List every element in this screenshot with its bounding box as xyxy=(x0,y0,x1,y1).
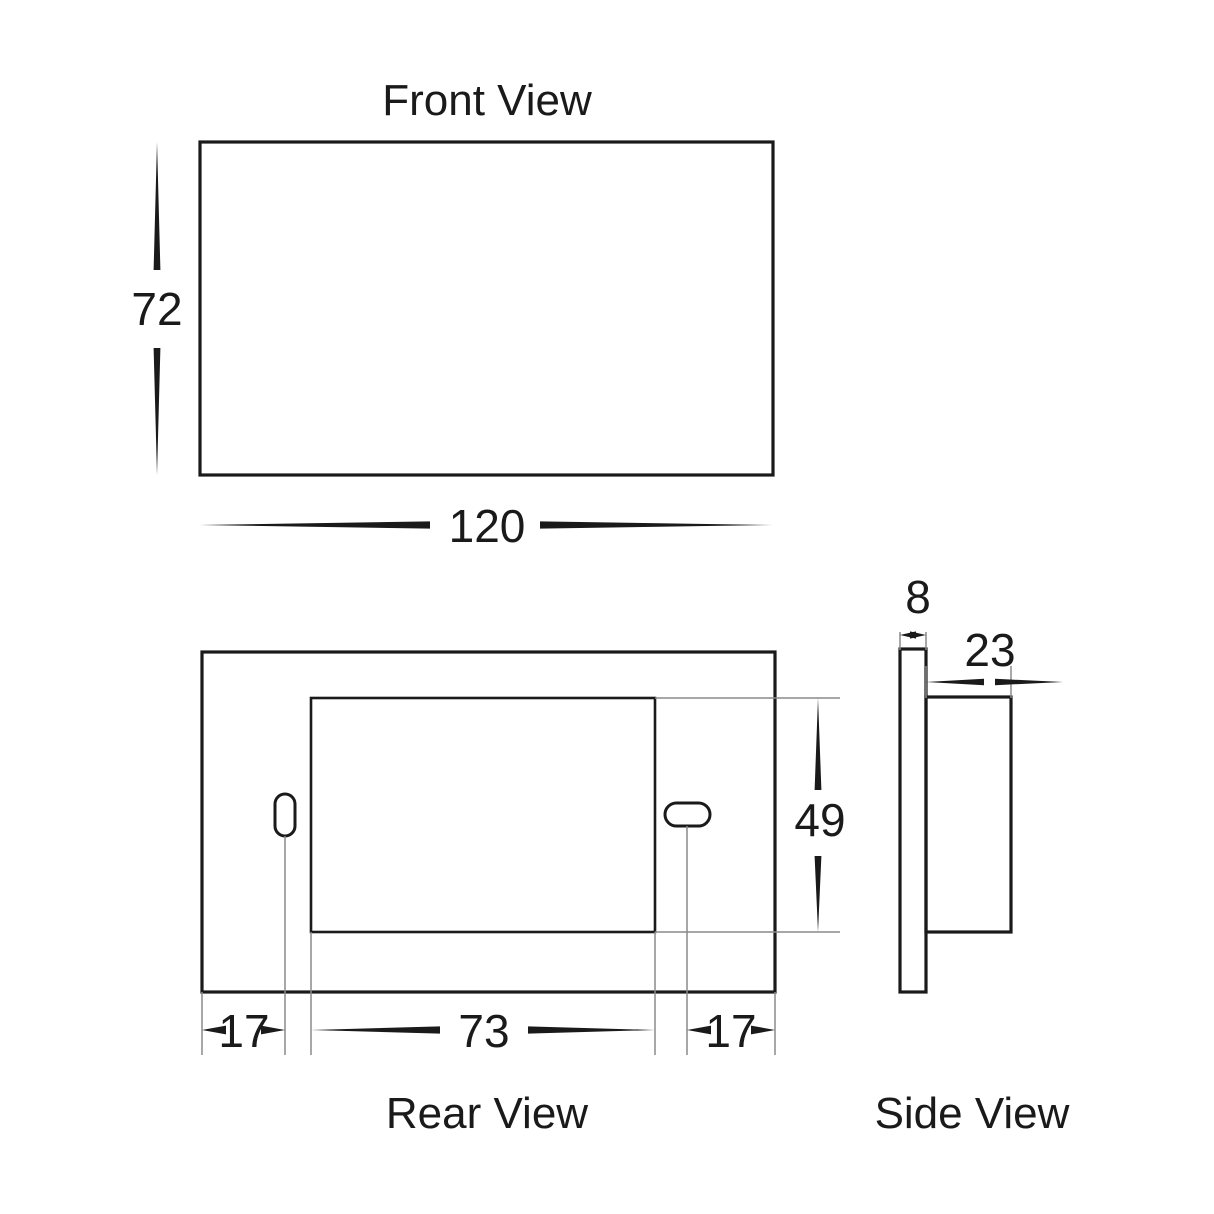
rear-right-margin-value: 17 xyxy=(705,1005,756,1057)
rear-left-margin-value: 17 xyxy=(218,1005,269,1057)
rear-inner-height-arrow-up xyxy=(814,698,822,790)
rear-left-margin-arrow-right xyxy=(261,1025,285,1035)
rear-inner-height-value: 49 xyxy=(794,794,845,846)
front-height-dimension: 72 xyxy=(131,142,183,475)
front-view-faceplate-outline xyxy=(198,140,775,477)
side-thickness-value: 8 xyxy=(905,571,931,623)
side-depth-arrow-right xyxy=(995,678,1063,686)
front-view-title: Front View xyxy=(382,76,592,125)
front-width-arrow-right xyxy=(540,521,773,529)
front-height-arrow-up xyxy=(153,142,161,270)
rear-view-group: 49 17 73 xyxy=(200,650,846,1138)
side-depth-dimension: 23 xyxy=(926,624,1063,686)
rear-right-margin-arrow-right xyxy=(751,1025,775,1035)
rear-inner-height-dimension: 49 xyxy=(794,698,846,932)
rear-view-slot-right-icon xyxy=(663,801,712,828)
side-depth-value: 23 xyxy=(964,624,1015,676)
rear-view-title: Rear View xyxy=(386,1089,588,1138)
side-thickness-arrow-right xyxy=(910,631,926,639)
side-depth-arrow-left xyxy=(926,678,984,686)
rear-bottom-dimension-row: 17 73 17 xyxy=(202,1005,775,1057)
rear-view-inner-body-outline xyxy=(309,696,657,934)
rear-inner-width-value: 73 xyxy=(458,1005,509,1057)
rear-inner-width-arrow-right xyxy=(528,1026,655,1034)
rear-right-margin-arrow-left xyxy=(687,1025,711,1035)
rear-inner-height-arrow-down xyxy=(814,856,822,932)
front-height-arrow-down xyxy=(153,348,161,475)
front-width-value: 120 xyxy=(449,500,526,552)
rear-inner-width-dimension: 73 xyxy=(311,1005,655,1057)
side-view-title: Side View xyxy=(875,1089,1070,1138)
rear-left-margin-arrow-left xyxy=(202,1025,226,1035)
rear-right-margin-dimension: 17 xyxy=(687,1005,775,1057)
front-width-dimension: 120 xyxy=(200,500,773,552)
front-width-arrow-left xyxy=(200,521,430,529)
side-thickness-dimension: 8 xyxy=(900,571,931,639)
side-view-faceplate-outline xyxy=(898,647,928,994)
rear-view-faceplate-outline xyxy=(200,650,777,994)
side-view-group: 8 23 Side View xyxy=(875,571,1070,1138)
front-view-group: Front View 72 120 xyxy=(131,76,775,552)
front-height-value: 72 xyxy=(131,283,182,335)
rear-left-margin-dimension: 17 xyxy=(202,1005,285,1057)
rear-inner-width-arrow-left xyxy=(311,1026,440,1034)
rear-view-slot-left-icon xyxy=(273,792,297,838)
rear-view-extension-lines xyxy=(201,697,840,1055)
side-view-body-outline xyxy=(924,695,1013,934)
